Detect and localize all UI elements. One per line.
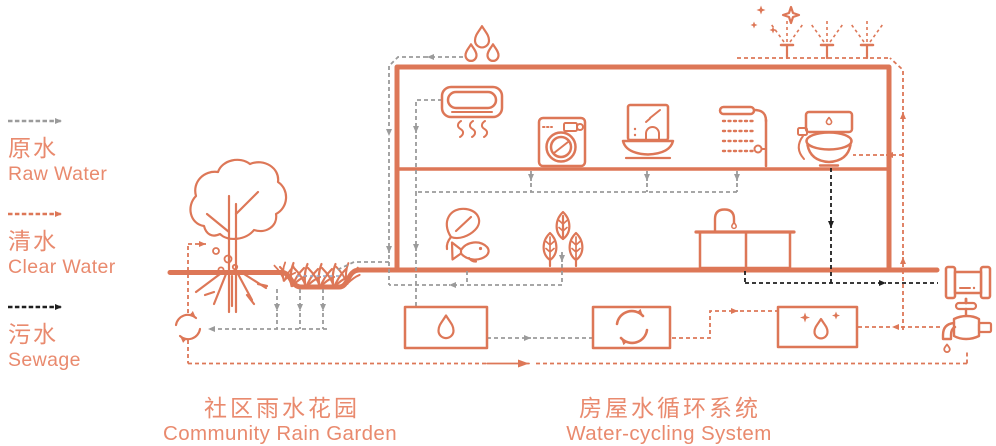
legend-sewage: 污水 Sewage bbox=[8, 304, 81, 371]
tree-icon bbox=[189, 158, 288, 314]
legend-raw-water-en: Raw Water bbox=[8, 163, 107, 185]
legend-raw-water-zh: 原水 bbox=[8, 135, 58, 161]
legend-clear-water-en: Clear Water bbox=[8, 256, 116, 278]
recycle-icon bbox=[615, 308, 649, 346]
garden-caption-zh: 社区雨水花园 bbox=[204, 395, 360, 421]
toilet-icon bbox=[797, 110, 854, 167]
legend-clear-water-zh: 清水 bbox=[8, 228, 58, 254]
legend-sewage-zh: 污水 bbox=[8, 321, 58, 347]
raw-water-lines bbox=[208, 54, 740, 341]
sprinkler-icon bbox=[850, 20, 884, 60]
shower-icon bbox=[718, 105, 768, 168]
rain-drops-icon bbox=[464, 25, 500, 62]
captions: 社区雨水花园 Community Rain Garden 房屋水循环系统 Wat… bbox=[163, 395, 771, 445]
mirror-basin-icon bbox=[621, 103, 675, 160]
faucet-icon bbox=[941, 297, 993, 353]
washing-machine-icon bbox=[537, 116, 587, 168]
sparkles-icon bbox=[750, 5, 801, 34]
sprinkler-icon bbox=[810, 20, 844, 60]
house-structure bbox=[394, 64, 892, 273]
community-rain-garden bbox=[167, 158, 940, 343]
sewage-lines bbox=[744, 168, 938, 286]
garden-recycle-icon bbox=[174, 311, 202, 343]
fish-tank-icon bbox=[445, 207, 490, 263]
garden-caption-en: Community Rain Garden bbox=[163, 422, 397, 445]
kitchen-sink-icon bbox=[694, 208, 796, 270]
tree-roots bbox=[194, 272, 269, 308]
legend-clear-water: 清水 Clear Water bbox=[8, 211, 116, 278]
legend: 原水 Raw Water 清水 Clear Water 污水 Sewage bbox=[8, 118, 116, 371]
sprinklers bbox=[750, 5, 884, 60]
clear-water-lines bbox=[187, 57, 968, 368]
water-drop-icon bbox=[437, 314, 455, 340]
legend-raw-water: 原水 Raw Water bbox=[8, 118, 107, 185]
storage-tank-box bbox=[403, 305, 489, 350]
air-conditioner-icon bbox=[440, 85, 504, 138]
recycling-unit-box bbox=[591, 305, 672, 350]
sparkling-drop-icon bbox=[800, 311, 840, 340]
house-caption-en: Water-cycling System bbox=[566, 422, 771, 445]
legend-sewage-en: Sewage bbox=[8, 349, 81, 371]
clean-water-unit-box bbox=[776, 305, 859, 349]
sewer-pipe-icon bbox=[944, 265, 992, 300]
sprinkler-icon bbox=[770, 20, 804, 60]
plants-icon bbox=[542, 210, 584, 268]
house-caption-zh: 房屋水循环系统 bbox=[579, 395, 761, 421]
irrigation-droplets bbox=[212, 247, 239, 274]
